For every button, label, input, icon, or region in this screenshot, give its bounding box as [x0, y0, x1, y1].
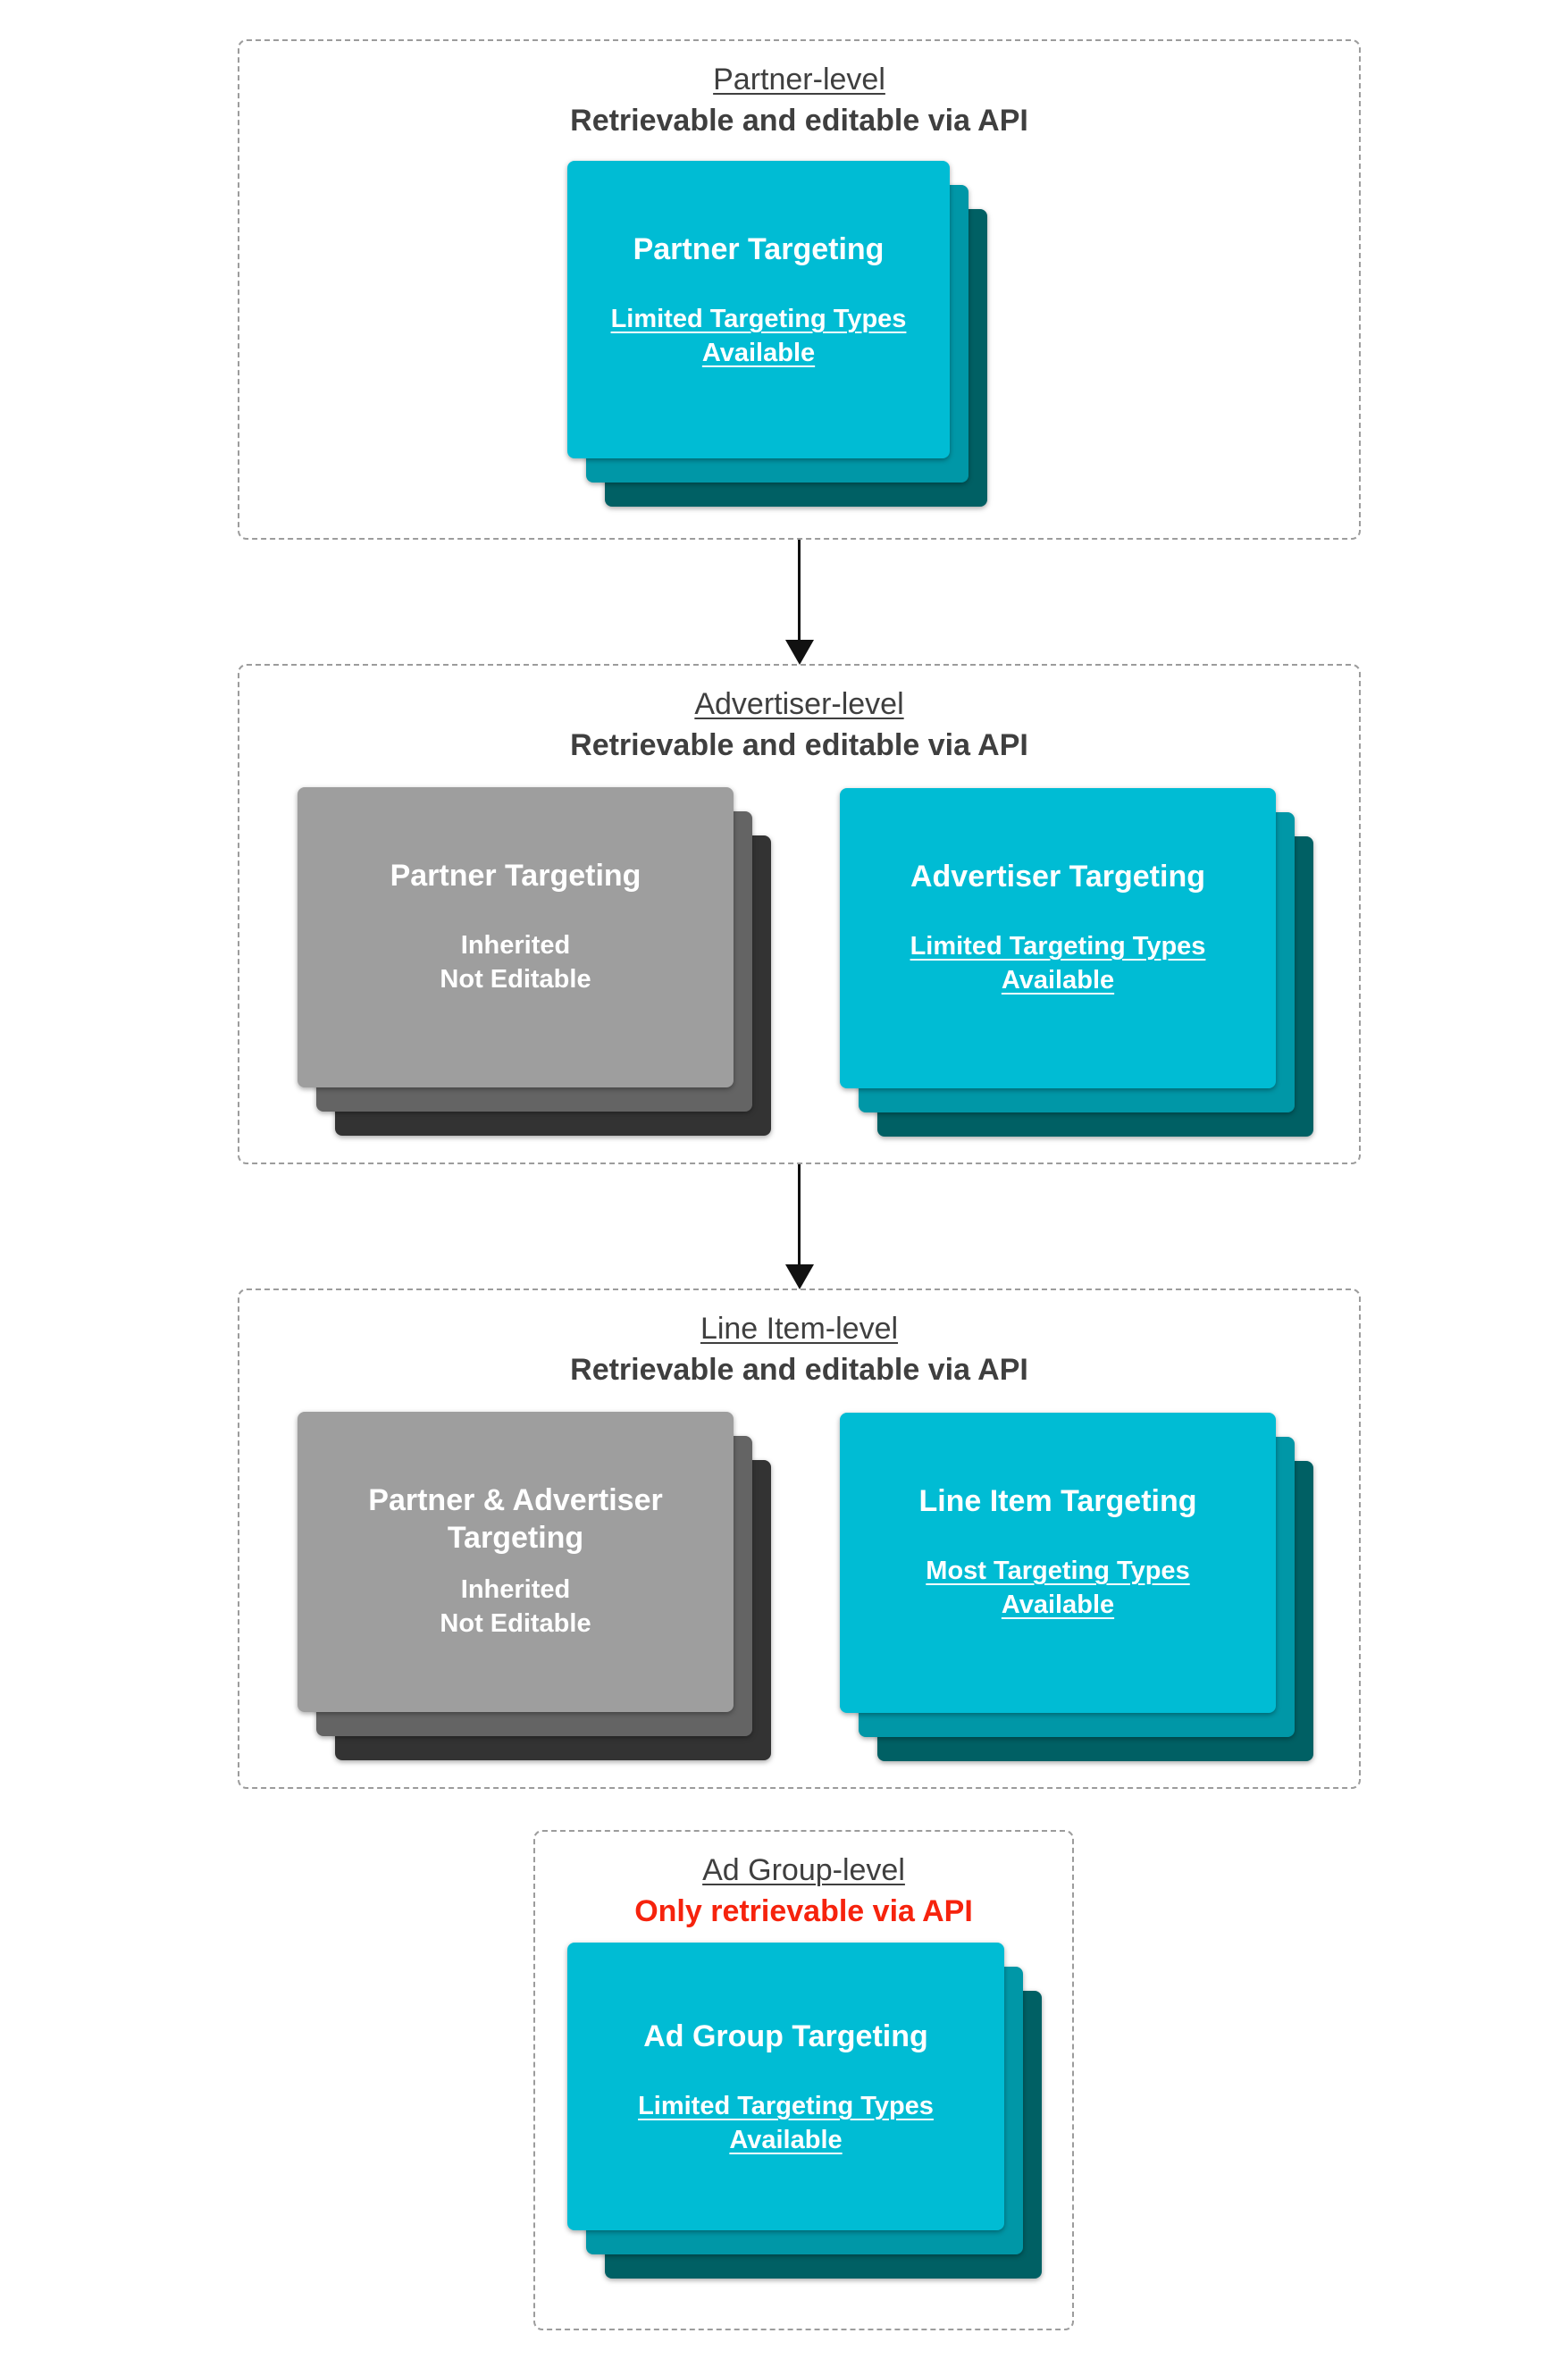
arrow-head-icon — [784, 640, 814, 665]
card-stack-inherited-partner-targeting: Partner Targeting Inherited Not Editable — [298, 787, 771, 1136]
section-subtitle: Retrievable and editable via API — [570, 104, 1028, 138]
card-inherited-partner-advertiser-targeting: Partner & Advertiser Targeting Inherited… — [298, 1412, 734, 1712]
card-title: Line Item Targeting — [918, 1484, 1197, 1518]
card-line-item-targeting: Line Item Targeting Most Targeting Types… — [840, 1413, 1276, 1713]
section-subtitle: Retrievable and editable via API — [570, 728, 1028, 762]
flow-arrow-partner-to-advertiser — [784, 540, 814, 665]
card-body-line: Not Editable — [440, 1609, 591, 1638]
card-advertiser-targeting: Advertiser Targeting Limited Targeting T… — [840, 788, 1276, 1088]
card-stack-ad-group-targeting: Ad Group Targeting Limited Targeting Typ… — [567, 1943, 1042, 2279]
card-body: Limited Targeting Types Available — [594, 302, 923, 370]
flow-arrow-advertiser-to-line-item — [784, 1164, 814, 1289]
card-body-text: Limited Targeting Types Available — [910, 932, 1206, 995]
card-ad-group-targeting: Ad Group Targeting Limited Targeting Typ… — [567, 1943, 1004, 2230]
card-body: Most Targeting Types Available — [867, 1554, 1249, 1622]
card-body: Inherited Not Editable — [324, 928, 707, 996]
card-body-text: Limited Targeting Types Available — [610, 305, 907, 367]
section-title: Advertiser-level — [694, 687, 904, 721]
card-body-line: Inherited — [460, 1575, 571, 1604]
section-line-item-level: Line Item-level Retrievable and editable… — [238, 1288, 1361, 1789]
section-subtitle: Retrievable and editable via API — [570, 1353, 1028, 1387]
card-body-line: Not Editable — [440, 965, 591, 994]
card-stack-advertiser-targeting: Advertiser Targeting Limited Targeting T… — [840, 788, 1313, 1137]
arrow-head-icon — [784, 1264, 814, 1289]
card-stack-inherited-partner-advertiser-targeting: Partner & Advertiser Targeting Inherited… — [298, 1412, 771, 1760]
section-ad-group-level: Ad Group-level Only retrievable via API — [533, 1830, 1074, 2330]
section-partner-level: Partner-level Retrievable and editable v… — [238, 39, 1361, 540]
card-title: Ad Group Targeting — [643, 2019, 928, 2053]
card-body: Limited Targeting Types Available — [594, 2089, 977, 2157]
card-body-text: Most Targeting Types Available — [926, 1557, 1190, 1619]
section-advertiser-level: Advertiser-level Retrievable and editabl… — [238, 664, 1361, 1164]
card-title: Partner & Advertiser Targeting — [368, 1483, 663, 1555]
card-title: Partner Targeting — [390, 859, 641, 893]
card-stack-partner-targeting: Partner Targeting Limited Targeting Type… — [567, 161, 987, 507]
card-body: Inherited Not Editable — [324, 1573, 707, 1641]
section-subtitle-red: Only retrievable via API — [634, 1894, 973, 1928]
section-title: Partner-level — [713, 63, 885, 97]
card-body-line: Inherited — [460, 931, 571, 960]
card-stack-line-item-targeting: Line Item Targeting Most Targeting Types… — [840, 1413, 1313, 1761]
card-body-text: Limited Targeting Types Available — [638, 2092, 934, 2154]
section-title: Ad Group-level — [702, 1853, 905, 1887]
card-inherited-partner-targeting: Partner Targeting Inherited Not Editable — [298, 787, 734, 1087]
card-title: Partner Targeting — [633, 232, 885, 266]
card-title: Advertiser Targeting — [910, 860, 1205, 894]
card-partner-targeting: Partner Targeting Limited Targeting Type… — [567, 161, 950, 458]
section-title: Line Item-level — [700, 1312, 899, 1346]
card-body: Limited Targeting Types Available — [867, 929, 1249, 997]
